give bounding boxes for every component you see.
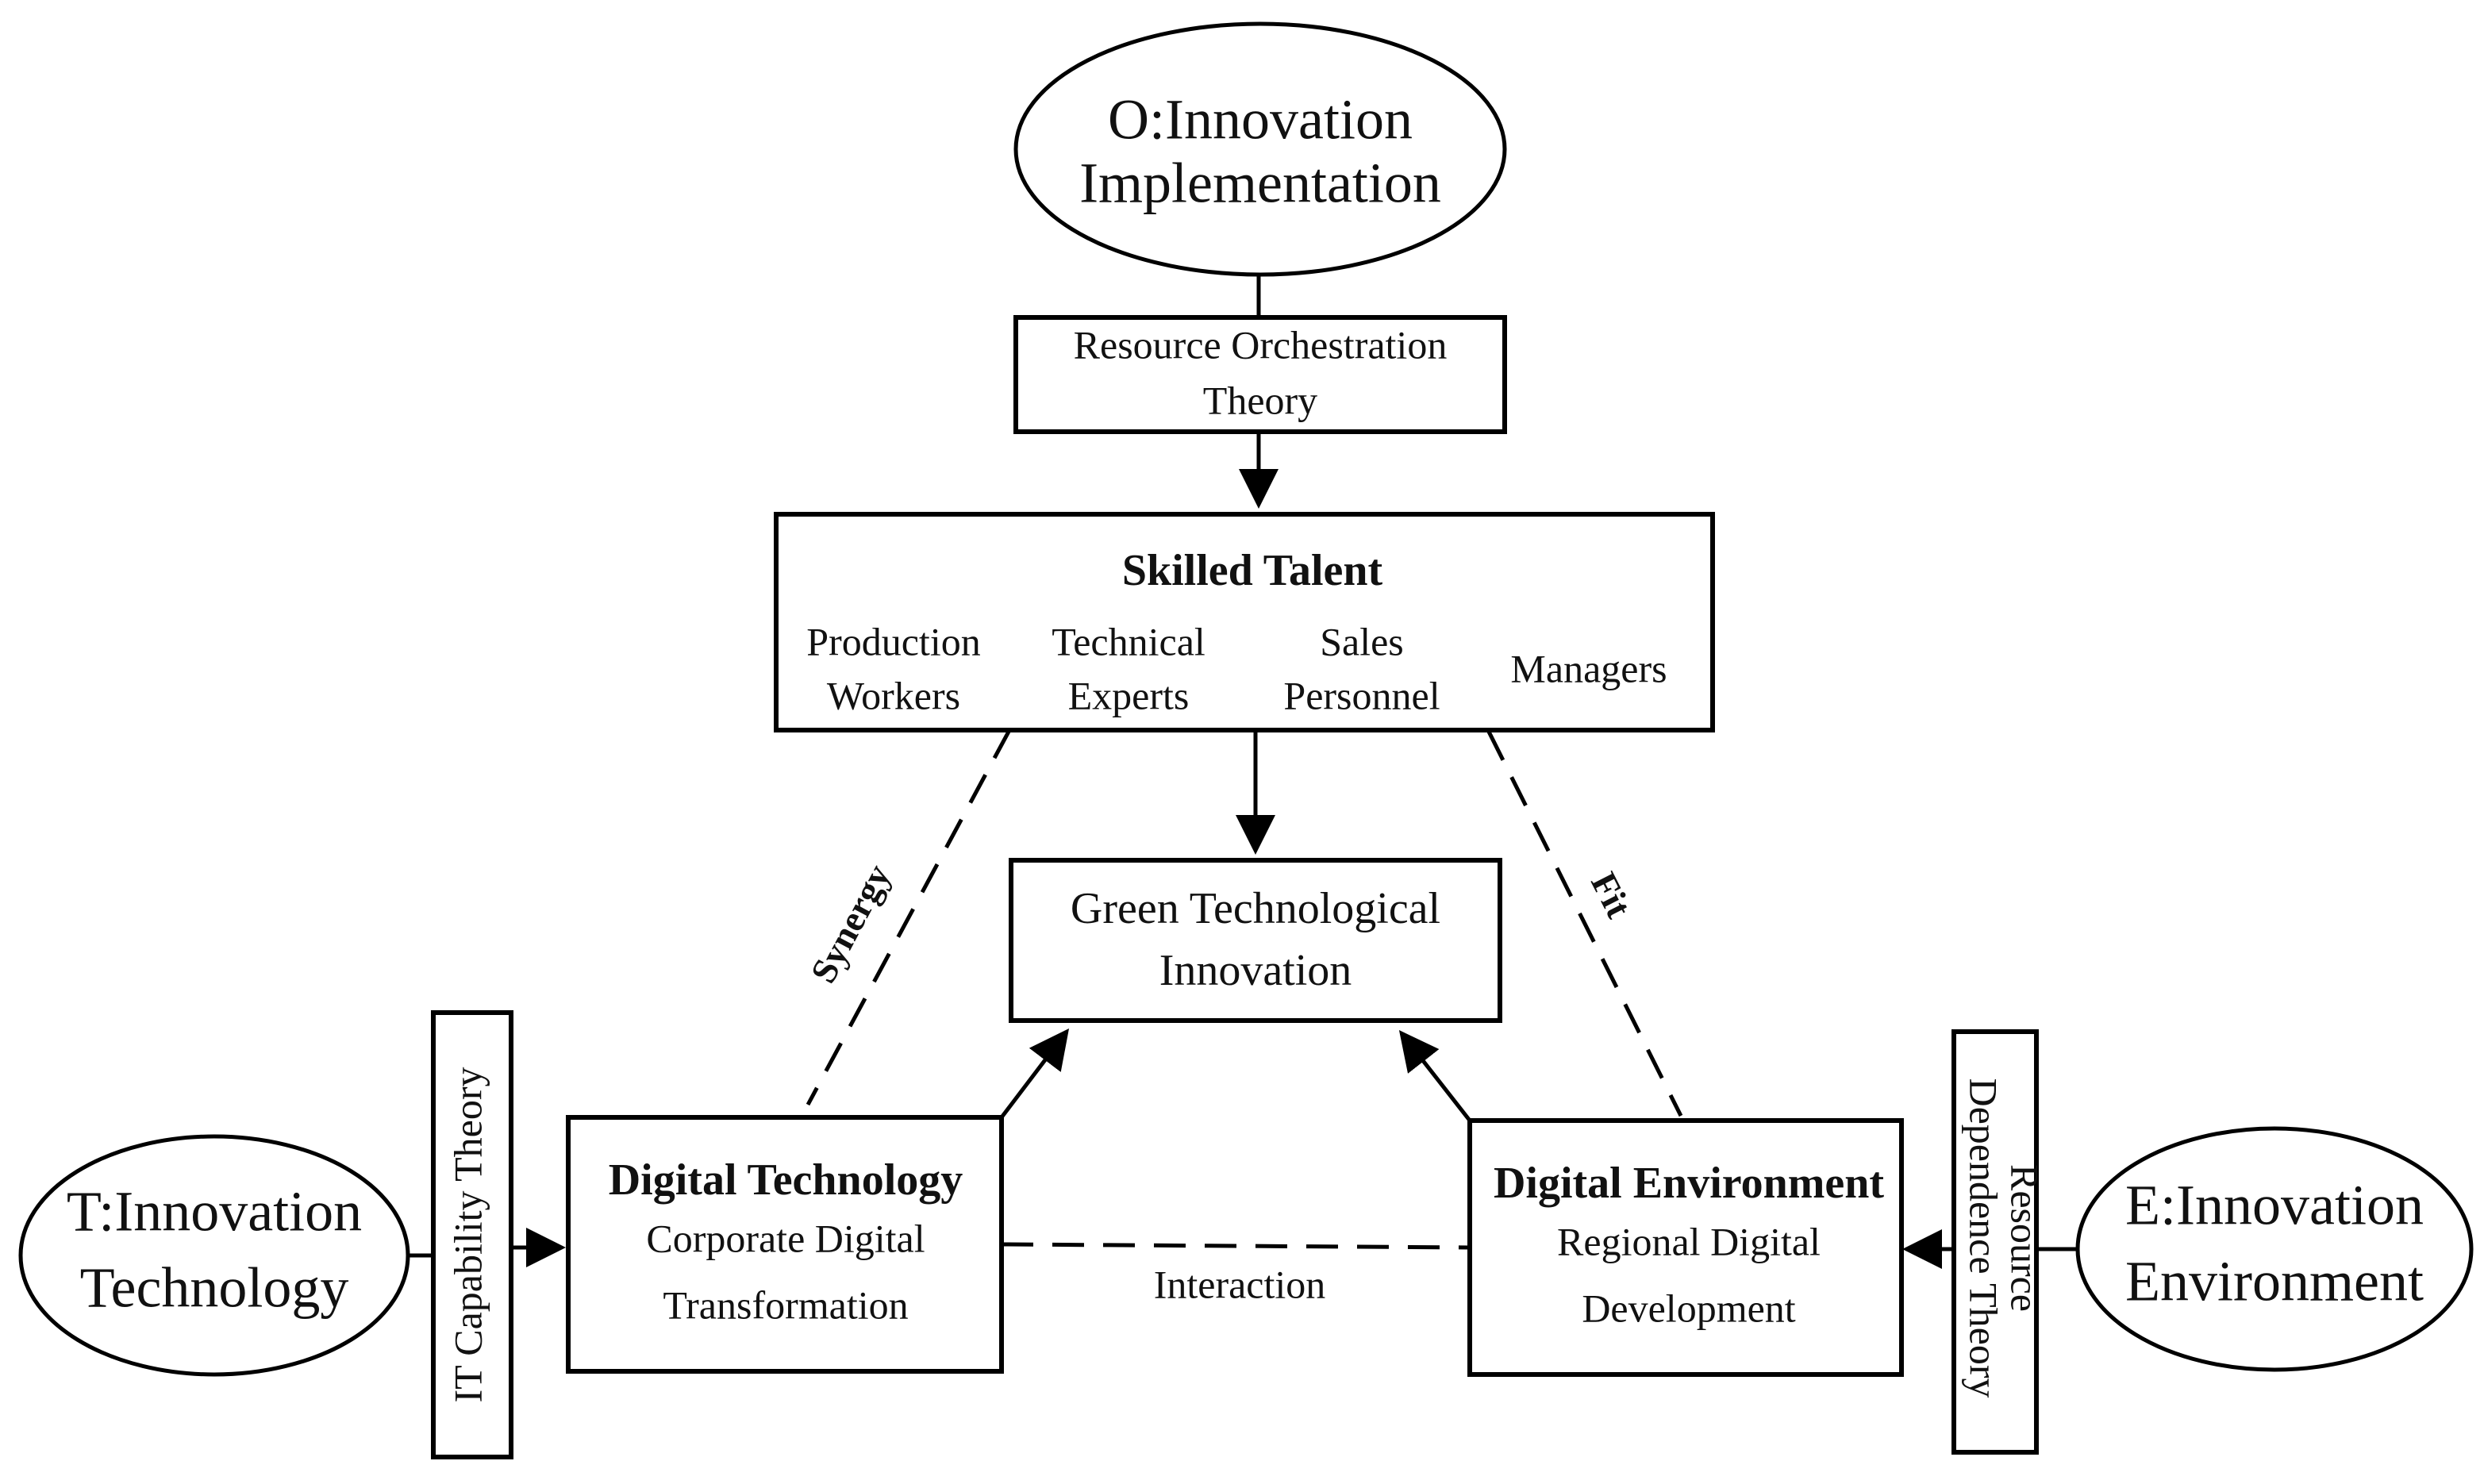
resource-orchestration-theory-line1: Resource Orchestration [1074, 322, 1448, 367]
green-innovation-box [1009, 858, 1502, 1023]
role-sales-personnel-line2: Personnel [1283, 673, 1440, 717]
digital-environment-title: Digital Environment [1494, 1159, 1884, 1208]
resource-orchestration-theory-line2: Theory [1203, 378, 1317, 422]
dashed-fit-line [1486, 730, 1683, 1117]
digital-technology-line2: Transformation [663, 1282, 908, 1327]
role-technical-experts-line1: Technical [1052, 619, 1205, 663]
skilled-talent-box [774, 512, 1715, 732]
interaction-label: Interaction [1154, 1262, 1326, 1306]
synergy-label: Synergy [802, 858, 898, 990]
innovation-technology-line1: T:Innovation [67, 1180, 362, 1244]
innovation-environment-line2: Environment [2125, 1250, 2424, 1313]
it-capability-theory-label: IT Capability Theory [445, 1067, 490, 1402]
skilled-talent-title: Skilled Talent [1122, 546, 1383, 595]
innovation-implementation-ellipse [1013, 21, 1507, 277]
arrow-digital-environment-to-green-innovation [1398, 1030, 1471, 1122]
dashed-synergy-line [806, 729, 1012, 1106]
resource-dependence-theory-line1: Resource [2003, 1164, 2048, 1312]
fit-label: Fit [1583, 866, 1640, 925]
it-capability-theory-box [431, 1010, 513, 1459]
innovation-implementation-line2: Implementation [1079, 152, 1441, 215]
green-innovation-line1: Green Technological [1071, 884, 1440, 933]
resource-dependence-theory-box [1951, 1029, 2039, 1455]
green-innovation-line2: Innovation [1159, 946, 1352, 995]
digital-environment-line1: Regional Digital [1557, 1219, 1821, 1263]
innovation-environment-ellipse [2075, 1126, 2474, 1372]
role-production-workers-line1: Production [806, 619, 980, 663]
digital-technology-title: Digital Technology [609, 1155, 963, 1205]
innovation-technology-line2: Technology [80, 1256, 349, 1320]
resource-orchestration-theory-box [1013, 315, 1507, 434]
digital-environment-box [1467, 1118, 1904, 1377]
role-technical-experts-line2: Experts [1068, 673, 1190, 717]
digital-technology-line1: Corporate Digital [646, 1216, 925, 1260]
innovation-implementation-line1: O:Innovation [1108, 88, 1413, 152]
resource-dependence-theory-line2: Dependence Theory [1962, 1078, 2006, 1397]
role-production-workers-line2: Workers [827, 673, 960, 717]
arrow-digital-technology-to-green-innovation [1000, 1028, 1070, 1119]
role-sales-personnel-line1: Sales [1320, 619, 1404, 663]
digital-environment-line2: Development [1582, 1286, 1795, 1330]
digital-technology-box [566, 1115, 1004, 1374]
innovation-environment-line1: E:Innovation [2125, 1174, 2424, 1237]
innovation-technology-ellipse [18, 1134, 410, 1377]
role-managers: Managers [1510, 646, 1667, 690]
dashed-interaction-line [1001, 1242, 1471, 1250]
